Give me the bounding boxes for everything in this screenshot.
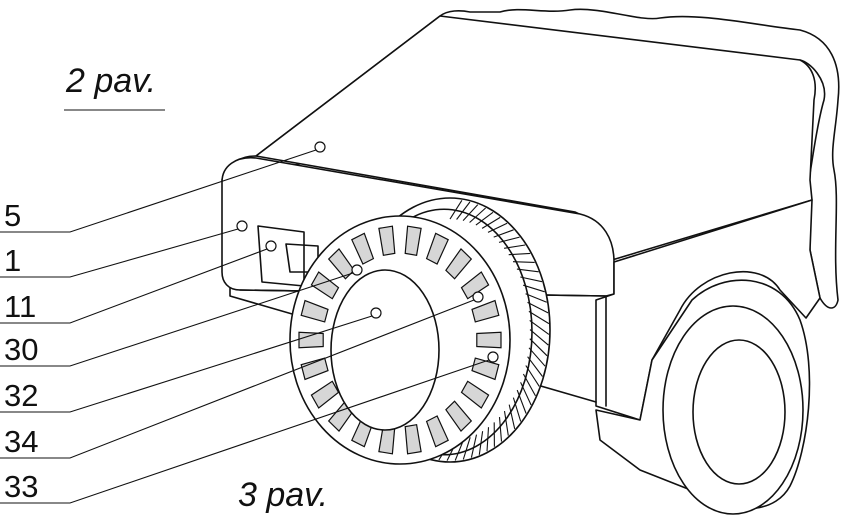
- tread-groove: [493, 229, 514, 238]
- leader-lines: [0, 149, 490, 504]
- ref-label-30: 30: [4, 332, 38, 367]
- figure-title-top: 2 pav.: [65, 62, 156, 100]
- tread-groove: [529, 319, 550, 335]
- tread-groove: [529, 329, 549, 346]
- marker-11: [265, 240, 277, 252]
- rim-tooth: [460, 380, 490, 409]
- tread-groove: [516, 389, 527, 414]
- ref-label-11: 11: [4, 289, 36, 324]
- rim-tooth: [310, 271, 340, 300]
- tread-groove: [528, 310, 550, 325]
- tread-groove: [462, 204, 479, 221]
- rim-tooth: [460, 271, 490, 300]
- tread-groove: [529, 338, 548, 357]
- tread-groove: [475, 211, 494, 226]
- ref-label-1: 1: [4, 243, 21, 278]
- tread-groove: [470, 434, 478, 458]
- ref-label-33: 33: [4, 469, 38, 504]
- rim-tooth: [300, 357, 329, 381]
- marker-32: [370, 307, 382, 319]
- rim-tooth: [404, 424, 422, 455]
- rim-tooth: [425, 232, 449, 265]
- tread-groove: [462, 437, 471, 460]
- reference-labels: 5 1 11 30 32 34 33: [4, 198, 38, 504]
- rear-wheel: [595, 279, 811, 515]
- rim-tooth: [351, 232, 375, 265]
- rim-tooth: [445, 400, 473, 433]
- tyre-tread: [355, 200, 550, 461]
- figure-title-bottom: 3 pav.: [238, 476, 328, 514]
- rim-tooth: [476, 331, 502, 349]
- tread-groove: [527, 301, 549, 314]
- tread-groove: [487, 222, 508, 233]
- tread-groove: [503, 411, 509, 436]
- rim-tooth: [378, 225, 396, 256]
- rim-tooth: [445, 247, 473, 280]
- tread-groove: [520, 276, 543, 283]
- tread-groove: [498, 417, 503, 442]
- ref-label-5: 5: [4, 198, 21, 233]
- rim-tooth: [471, 299, 500, 323]
- rim-tooth: [300, 299, 329, 323]
- marker-34: [472, 291, 484, 303]
- rim-tooth: [425, 415, 449, 448]
- marker-5: [314, 141, 326, 153]
- wheel-hub: [330, 269, 440, 431]
- tread-groove: [481, 216, 501, 229]
- reference-markers: [236, 141, 499, 363]
- tread-groove: [498, 236, 520, 243]
- tread-groove: [525, 293, 547, 303]
- ref-label-32: 32: [4, 378, 38, 413]
- tread-groove: [508, 404, 516, 430]
- tread-groove: [456, 201, 471, 220]
- marker-33: [487, 351, 499, 363]
- rim-tooth: [310, 380, 340, 409]
- rim-tooth: [298, 331, 324, 349]
- marker-1: [236, 220, 248, 232]
- ref-label-34: 34: [4, 424, 38, 459]
- tread-groove: [523, 284, 545, 293]
- tread-groove: [469, 207, 486, 223]
- spare-wheel: [289, 197, 551, 465]
- rim-tooth: [404, 225, 422, 256]
- tread-groove: [512, 397, 522, 422]
- marker-30: [351, 264, 363, 276]
